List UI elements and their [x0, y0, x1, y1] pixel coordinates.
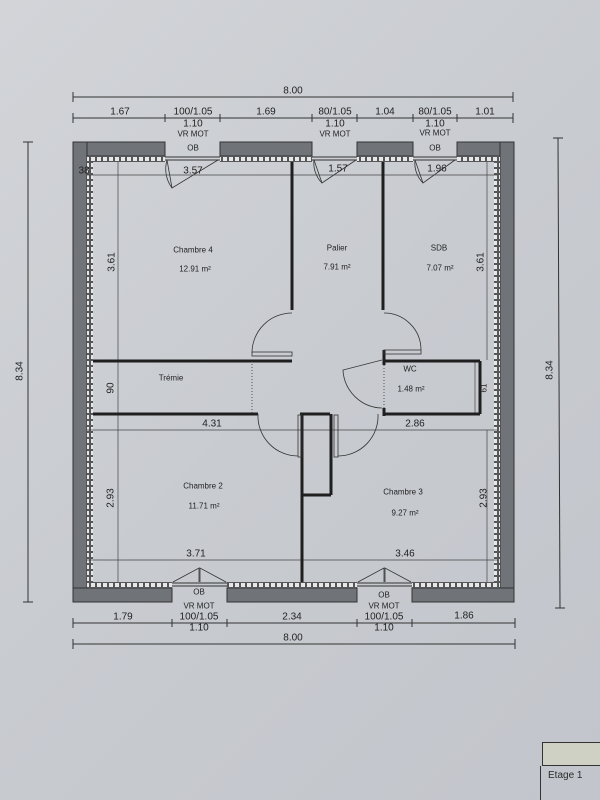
dim-chambre2-width: 3.71	[186, 548, 206, 560]
room-chambre-3-area: 9.27 m²	[391, 508, 419, 518]
dim-bottom-overall: 8.00	[283, 632, 303, 644]
title-block-body	[540, 766, 600, 800]
window-height-bottom-1: 1.10	[189, 622, 209, 634]
dim-chambre4-width: 3.57	[183, 165, 203, 177]
dim-tremie-height: 90	[105, 382, 117, 394]
room-tremie-name: Trémie	[158, 373, 184, 383]
dim-sdb-width: 1.96	[427, 163, 447, 175]
dim-bottom-3: 2.34	[282, 611, 302, 623]
dim-right-bottom-height: 2.93	[478, 488, 490, 508]
dim-bottom-window-2: 100/1.05	[364, 611, 404, 623]
room-palier-area: 7.91 m²	[323, 262, 351, 272]
dim-chambre3-width: 3.46	[395, 548, 415, 560]
window-label-top-2: VR MOT	[319, 129, 351, 139]
room-chambre-2-name: Chambre 2	[183, 481, 223, 491]
dim-top-3: 1.69	[256, 106, 276, 118]
dim-wc-depth: 61	[479, 383, 489, 393]
window-label-top-1: VR MOT	[177, 129, 209, 139]
dim-wall-thickness: 38	[78, 165, 90, 177]
room-sdb-area: 7.07 m²	[426, 263, 454, 273]
dim-bottom-1: 1.79	[113, 611, 133, 623]
dim-right-overall: 8.34	[544, 360, 556, 380]
room-chambre-4-name: Chambre 4	[173, 245, 213, 255]
dim-right-top-height: 3.61	[475, 252, 487, 272]
room-sdb-name: SDB	[430, 243, 448, 253]
window-type-top-1: OB	[187, 143, 199, 153]
room-wc-name: WC	[403, 364, 417, 374]
dim-palier-width: 1.57	[328, 163, 348, 175]
dim-left-overall: 8.34	[14, 361, 26, 381]
room-wc-area: 1.48 m²	[397, 384, 425, 394]
window-type-top-3: OB	[429, 143, 441, 153]
dim-top-window-3: 80/1.05	[418, 106, 452, 118]
floor-label: Etage 1	[548, 770, 583, 781]
dim-top-window-1: 100/1.05	[173, 106, 213, 118]
dim-left-top-height: 3.61	[106, 252, 118, 272]
window-height-bottom-2: 1.10	[374, 622, 394, 634]
room-chambre-4-area: 12.91 m²	[179, 264, 211, 274]
window-label-bottom-1: VR MOT	[183, 601, 215, 611]
title-block-header	[542, 742, 600, 766]
window-height-top-1: 1.10	[183, 118, 203, 130]
title-block: Etage 1	[540, 742, 600, 800]
dim-mid-left-width: 4.31	[202, 418, 222, 430]
dim-mid-right-width: 2.86	[405, 418, 425, 430]
window-label-top-3: VR MOT	[419, 128, 451, 138]
dim-left-bottom-height: 2.93	[105, 488, 117, 508]
dim-bottom-window-1: 100/1.05	[179, 611, 219, 623]
room-palier-name: Palier	[326, 243, 348, 253]
window-type-bottom-2: OB	[378, 590, 390, 600]
dim-top-1: 1.67	[110, 106, 130, 118]
dim-top-window-2: 80/1.05	[318, 106, 352, 118]
room-chambre-3-name: Chambre 3	[383, 487, 423, 497]
window-height-top-3: 1.10	[425, 118, 445, 130]
window-height-top-2: 1.10	[325, 118, 345, 130]
room-chambre-2-area: 11.71 m²	[188, 501, 220, 511]
dim-bottom-5: 1.86	[454, 610, 474, 622]
dim-top-5: 1.04	[375, 106, 395, 118]
window-label-bottom-2: VR MOT	[368, 601, 400, 611]
window-type-bottom-1: OB	[193, 587, 205, 597]
dim-top-7: 1.01	[475, 106, 495, 118]
dim-top-overall: 8.00	[283, 85, 303, 97]
